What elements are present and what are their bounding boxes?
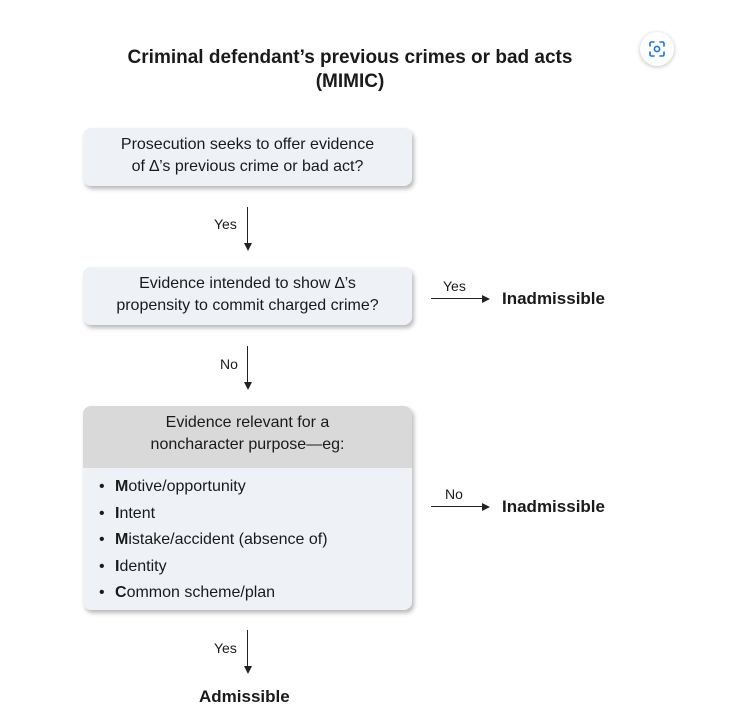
mimic-list: • Motive/opportunity • Intent • Mistake/acc… [83,468,412,607]
connector-line-right-1 [431,298,483,299]
arrow-head-1 [244,243,252,251]
arrow-head-2 [244,382,252,390]
noncharacter-purpose-box: Evidence relevant for a noncharacter pur… [83,406,412,610]
arrow-label-no-2: No [220,356,238,372]
list-item: • Motive/opportunity [99,474,412,501]
list-item: • Mistake/accident (absence of) [99,527,412,554]
arrow-head-3 [244,666,252,674]
mimic-letter: I [115,504,120,522]
list-item-text: otive/opportunity [128,478,246,495]
arrow-label-yes-1: Yes [214,216,237,232]
list-item: • Common scheme/plan [99,580,412,607]
arrow-head-right-2 [482,503,490,511]
connector-line-2 [247,346,248,383]
list-item-text: ntent [119,504,156,522]
list-item-text: dentity [119,557,167,575]
box3-line-2: noncharacter purpose—eg: [150,436,345,453]
box1-line-1: Prosecution seeks to offer evidence [120,136,375,153]
question-box-offer-evidence: Prosecution seeks to offer evidence of ∆… [83,128,412,186]
mimic-letter: M [115,531,129,548]
mimic-letter: M [115,478,129,495]
box1-line-2: of ∆’s previous crime or bad act? [131,158,364,175]
outcome-inadmissible-2: Inadmissible [502,497,605,516]
bullet: • [99,478,105,495]
bullet: • [99,504,105,522]
bullet: • [99,531,105,548]
question-box-propensity: Evidence intended to show ∆’s propensity… [83,267,412,325]
outcome-admissible: Admissible [199,687,290,706]
box2-line-2: propensity to commit charged crime? [116,297,379,314]
diagram-title: Criminal defendant’s previous crimes or … [0,46,700,94]
box2-line-1: Evidence intended to show ∆’s [139,275,356,292]
list-item: • Intent [99,501,412,528]
noncharacter-purpose-header: Evidence relevant for a noncharacter pur… [83,406,412,468]
list-item: • Identity [99,554,412,581]
arrow-head-right-1 [482,295,490,303]
connector-line-1 [247,207,248,244]
title-line-1: Criminal defendant’s previous crimes or … [127,47,573,68]
list-item-text: ommon scheme/plan [126,584,276,601]
outcome-inadmissible-1: Inadmissible [502,289,605,308]
scan-icon [649,41,665,57]
list-item-text: istake/accident (absence of) [128,531,328,548]
box3-line-1: Evidence relevant for a [165,414,330,431]
mimic-letter: I [115,557,120,575]
mimic-letter: C [115,584,127,601]
arrow-label-yes-right: Yes [443,278,466,294]
connector-line-3 [247,630,248,667]
arrow-label-yes-3: Yes [214,640,237,656]
connector-line-right-2 [431,506,483,507]
bullet: • [99,557,105,575]
bullet: • [99,584,105,601]
arrow-label-no-right: No [445,486,463,502]
scan-button[interactable] [640,32,674,66]
title-line-2: (MIMIC) [315,71,385,92]
